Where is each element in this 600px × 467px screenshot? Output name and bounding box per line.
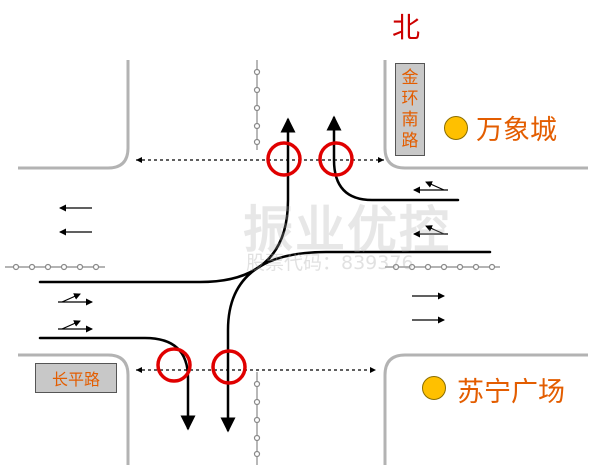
street-char: 南	[401, 109, 419, 130]
lane-markers	[5, 60, 500, 465]
north-label: 北	[392, 11, 421, 44]
curb-northwest	[18, 60, 130, 170]
curb-southwest	[18, 353, 130, 465]
lane-arrows	[58, 181, 448, 333]
poi-southeast-marker-icon	[422, 376, 446, 400]
conflict-circle-1	[266, 141, 302, 177]
curb-northeast	[383, 60, 588, 170]
poi-southeast-label: 苏宁广场	[457, 377, 565, 408]
path-east-right-turn	[326, 115, 460, 202]
conflict-circle-4	[211, 349, 247, 385]
arrow-west-approach-1	[58, 293, 93, 306]
arrow-east-approach-1	[413, 181, 448, 194]
curb-southeast	[383, 353, 588, 465]
watermark-main: 振业优控	[243, 201, 451, 259]
street-char: 金	[401, 67, 419, 88]
path-west-left-turn	[38, 117, 296, 284]
street-char: 路	[401, 130, 419, 151]
watermark-sub: 股票代码：839376	[246, 252, 414, 274]
arrow-west-approach-2	[58, 320, 93, 333]
conflict-circle-2	[318, 141, 354, 177]
street-label-vertical: 金 环 南 路	[395, 63, 425, 156]
path-east-left-turn	[220, 250, 492, 433]
conflict-points	[156, 141, 354, 385]
street-char: 环	[401, 88, 419, 109]
road-edges	[18, 60, 588, 465]
street-label-horizontal: 长平路	[35, 363, 117, 393]
poi-northeast-label: 万象城	[476, 115, 557, 146]
poi-northeast-marker-icon	[444, 116, 468, 140]
arrow-east-approach-2	[413, 225, 448, 238]
conflict-circle-3	[156, 347, 192, 383]
pedestrian-crossings	[136, 157, 384, 373]
